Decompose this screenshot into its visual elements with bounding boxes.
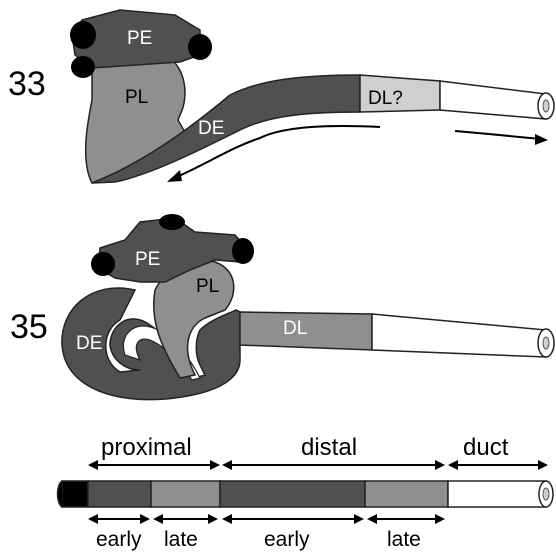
stage-33-pe-tip-icon — [188, 34, 212, 60]
stage-35-pe-tip-icon — [159, 214, 185, 230]
stage-35-label: 35 — [10, 308, 48, 346]
legend-early-proximal-range-arrow — [88, 514, 150, 524]
legend-distal-label: distal — [301, 434, 357, 461]
stage-33-flow-arrowhead-upstream — [167, 170, 182, 182]
stage-35-dl-label: DL — [283, 318, 307, 339]
legend-proximal-range-arrow — [88, 460, 220, 470]
legend-proximal-label: proximal — [101, 434, 192, 461]
stage-33-duct-segment — [440, 81, 546, 119]
stage-35-pl-label: PL — [196, 276, 219, 297]
stage-35-duct-segment — [372, 314, 546, 357]
segment-legend: proximal distal duct — [58, 434, 554, 551]
legend-bar-early-proximal — [88, 481, 151, 507]
stage-33-pe-tip-icon — [71, 56, 95, 78]
stage-33-duct-lumen — [543, 100, 549, 112]
stage-35-duct-lumen — [543, 337, 549, 349]
legend-early-proximal-label: early — [96, 528, 142, 551]
stage-33-flow-arrowhead-downstream — [535, 134, 548, 145]
stage-35-diagram: 35 PE PL DE DL — [10, 214, 554, 400]
stage-33-pl-label: PL — [125, 87, 148, 108]
stage-35-pe-label: PE — [135, 249, 160, 270]
legend-bar-tip — [62, 481, 88, 507]
stage-33-flow-arrow-downstream — [455, 131, 540, 139]
legend-duct-label: duct — [463, 434, 509, 461]
legend-late-proximal-label: late — [164, 528, 198, 551]
stage-33-dl-label: DL? — [368, 88, 403, 109]
stage-33-de-label: DE — [198, 118, 224, 139]
stage-35-de-label: DE — [76, 333, 102, 354]
legend-late-distal-range-arrow — [367, 514, 445, 524]
legend-bar-duct — [448, 481, 546, 507]
stage-33-diagram: 33 PE PL DE DL? — [8, 10, 554, 183]
stage-33-label: 33 — [8, 65, 46, 103]
legend-distal-range-arrow — [222, 460, 445, 470]
legend-late-proximal-range-arrow — [153, 514, 218, 524]
legend-duct-range-arrow — [448, 460, 548, 470]
legend-bar-early-distal — [220, 481, 365, 507]
legend-late-distal-label: late — [387, 528, 421, 551]
legend-early-distal-label: early — [264, 528, 310, 551]
stage-33-pe-label: PE — [127, 28, 152, 49]
stage-35-pe-tip-icon — [232, 238, 254, 264]
legend-bar-tip-cap — [58, 481, 63, 507]
legend-early-distal-range-arrow — [222, 514, 364, 524]
legend-bar-late-distal — [365, 481, 448, 507]
stage-35-pe-tip-icon — [91, 252, 115, 276]
legend-bar-late-proximal — [151, 481, 220, 507]
legend-bar-duct-lumen — [543, 488, 549, 500]
stage-33-pe-tip-icon — [70, 21, 96, 49]
